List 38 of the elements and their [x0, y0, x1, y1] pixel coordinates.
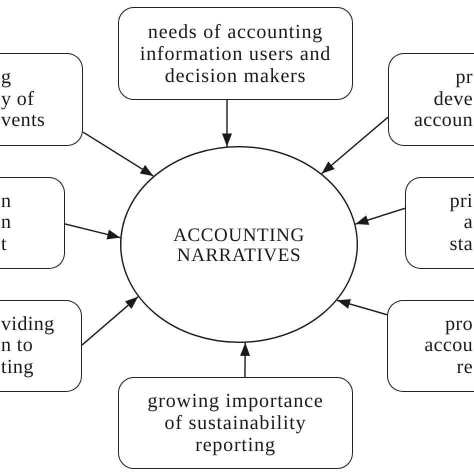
- rounded-box: [118, 377, 353, 469]
- central-ellipse: [120, 146, 358, 343]
- text-fragment: viding: [1, 314, 55, 336]
- rounded-box: [388, 53, 474, 146]
- text-fragment: n: [1, 212, 12, 234]
- text-fragment: n: [1, 190, 12, 212]
- text-fragment: pro: [445, 314, 473, 336]
- rounded-box: [118, 7, 353, 100]
- node-label: needs of accounting information users and decision makers: [138, 20, 332, 86]
- rounded-box: [0, 53, 83, 146]
- node-label: growing importance of sustainability reporting: [146, 390, 325, 456]
- text-fragment: accoun: [414, 110, 473, 132]
- arrow: [240, 342, 250, 377]
- text-fragment: n to: [1, 335, 34, 357]
- text-fragment: pri: [450, 190, 473, 212]
- arrow: [321, 116, 388, 174]
- text-fragment: deve: [434, 88, 473, 110]
- text-fragment: pr: [456, 67, 473, 89]
- text-fragment: ting: [1, 356, 34, 378]
- arrow: [336, 299, 388, 316]
- text-fragment: g: [1, 67, 12, 89]
- text-fragment: sta: [450, 234, 473, 256]
- text-fragment: re: [456, 356, 473, 378]
- arrow: [355, 208, 406, 225]
- text-fragment: t: [1, 234, 7, 256]
- rounded-box: [405, 177, 474, 269]
- text-fragment: y of: [1, 88, 34, 110]
- arrow: [82, 131, 154, 177]
- text-fragment: accou: [424, 335, 473, 357]
- ellipse-label: ACCOUNTING NARRATIVES: [172, 226, 306, 266]
- rounded-box: [387, 300, 474, 392]
- text-fragment: a: [464, 212, 473, 234]
- arrow: [82, 296, 139, 346]
- rounded-box: [0, 177, 65, 269]
- rounded-box: [0, 300, 82, 392]
- arrow: [222, 100, 232, 146]
- text-fragment: vents: [1, 110, 46, 132]
- arrow: [64, 223, 120, 240]
